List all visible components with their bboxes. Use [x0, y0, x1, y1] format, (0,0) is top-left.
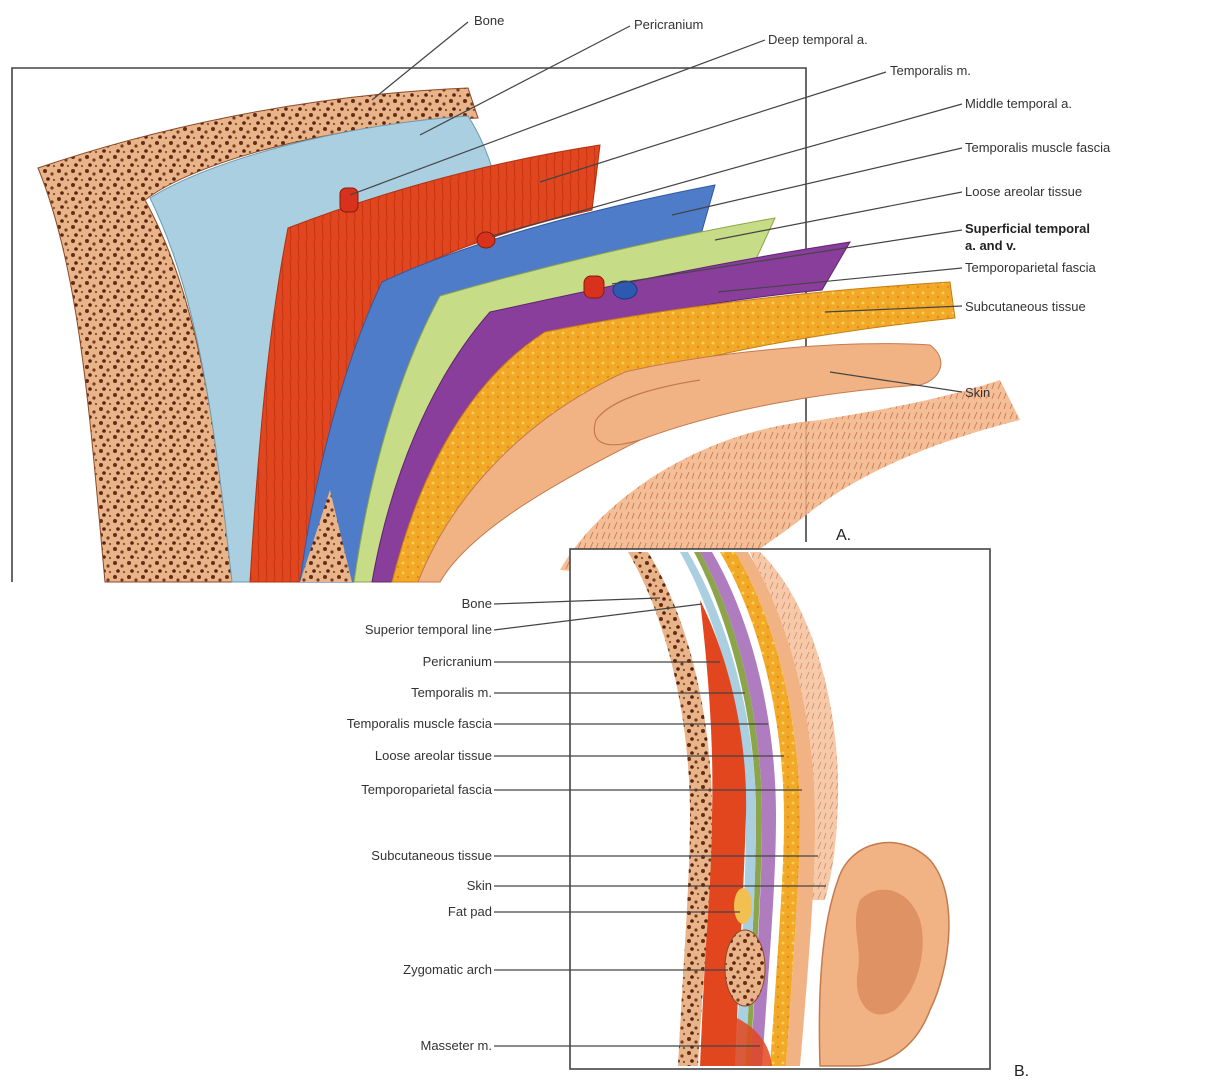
panel-a-letter: A.: [836, 527, 851, 544]
label-b-zygomatic-arch: Zygomatic arch: [403, 962, 492, 977]
label-b-subcutaneous-tissue: Subcutaneous tissue: [371, 848, 492, 863]
label-a-loose-areolar-tissue: Loose areolar tissue: [965, 184, 1082, 199]
label-a-temporoparietal-fascia: Temporoparietal fascia: [965, 260, 1097, 275]
label-a-superficial-temporal-1: Superficial temporal: [965, 221, 1090, 236]
label-a-middle-temporal-artery: Middle temporal a.: [965, 96, 1072, 111]
label-b-temporoparietal-fascia: Temporoparietal fascia: [361, 782, 493, 797]
panel-b: Bone Superior temporal line Pericranium …: [347, 549, 1029, 1080]
panel-b-letter: B.: [1014, 1063, 1029, 1080]
label-b-skin: Skin: [467, 878, 492, 893]
label-a-pericranium: Pericranium: [634, 17, 703, 32]
label-a-skin: Skin: [965, 385, 990, 400]
label-b-pericranium: Pericranium: [423, 654, 492, 669]
middle-temporal-artery-stump: [477, 232, 495, 248]
label-b-temporalis-muscle: Temporalis m.: [411, 685, 492, 700]
label-a-temporalis-muscle-fascia: Temporalis muscle fascia: [965, 140, 1111, 155]
label-a-deep-temporal-artery: Deep temporal a.: [768, 32, 868, 47]
label-a-subcutaneous-tissue: Subcutaneous tissue: [965, 299, 1086, 314]
label-b-bone: Bone: [462, 596, 492, 611]
label-a-superficial-temporal-2: a. and v.: [965, 238, 1016, 253]
superficial-temporal-artery-stump: [584, 276, 604, 298]
label-b-fat-pad: Fat pad: [448, 904, 492, 919]
label-b-loose-areolar-tissue: Loose areolar tissue: [375, 748, 492, 763]
label-b-masseter-muscle: Masseter m.: [420, 1038, 492, 1053]
deep-temporal-artery-stump: [340, 188, 358, 212]
label-b-superior-temporal-line: Superior temporal line: [365, 622, 492, 637]
label-a-bone: Bone: [474, 13, 504, 28]
panel-b-zygomatic-arch: [725, 930, 765, 1006]
panel-b-fat-pad: [734, 888, 752, 924]
label-b-temporalis-muscle-fascia: Temporalis muscle fascia: [347, 716, 493, 731]
panel-a: Bone Pericranium Deep temporal a. Tempor…: [12, 13, 1111, 582]
label-a-temporalis-muscle: Temporalis m.: [890, 63, 971, 78]
